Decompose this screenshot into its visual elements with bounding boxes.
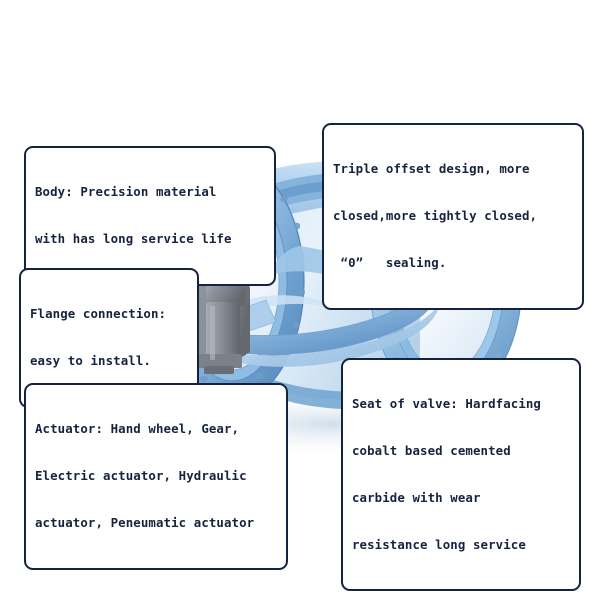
callout-line: Triple offset design, more (333, 161, 530, 177)
callout-line: easy to install. (30, 352, 151, 368)
callout-line: with has long service life (35, 230, 232, 246)
callout-line: cobalt based cemented (352, 442, 511, 458)
callout-line: “0” sealing. (333, 254, 447, 270)
callout-line: actuator, Peneumatic actuator (35, 514, 255, 530)
callout-actuator: Actuator: Hand wheel, Gear, Electric act… (24, 383, 288, 570)
callout-seat-of-valve: Seat of valve: Hardfacing cobalt based c… (341, 358, 581, 592)
callout-body: Body: Precision material with has long s… (24, 146, 276, 286)
callout-line: resistance long service (352, 536, 526, 552)
callout-triple-offset: Triple offset design, more closed,more t… (322, 123, 584, 310)
callout-line: Seat of valve: Hardfacing (352, 396, 541, 412)
callout-line: Flange connection: (30, 306, 167, 322)
callout-line: closed,more tightly closed, (333, 207, 538, 223)
callout-line: Electric actuator, Hydraulic (35, 467, 247, 483)
callout-line: carbide with wear (352, 489, 481, 505)
callout-line: Actuator: Hand wheel, Gear, (35, 421, 240, 437)
callout-line: Body: Precision material (35, 184, 217, 200)
